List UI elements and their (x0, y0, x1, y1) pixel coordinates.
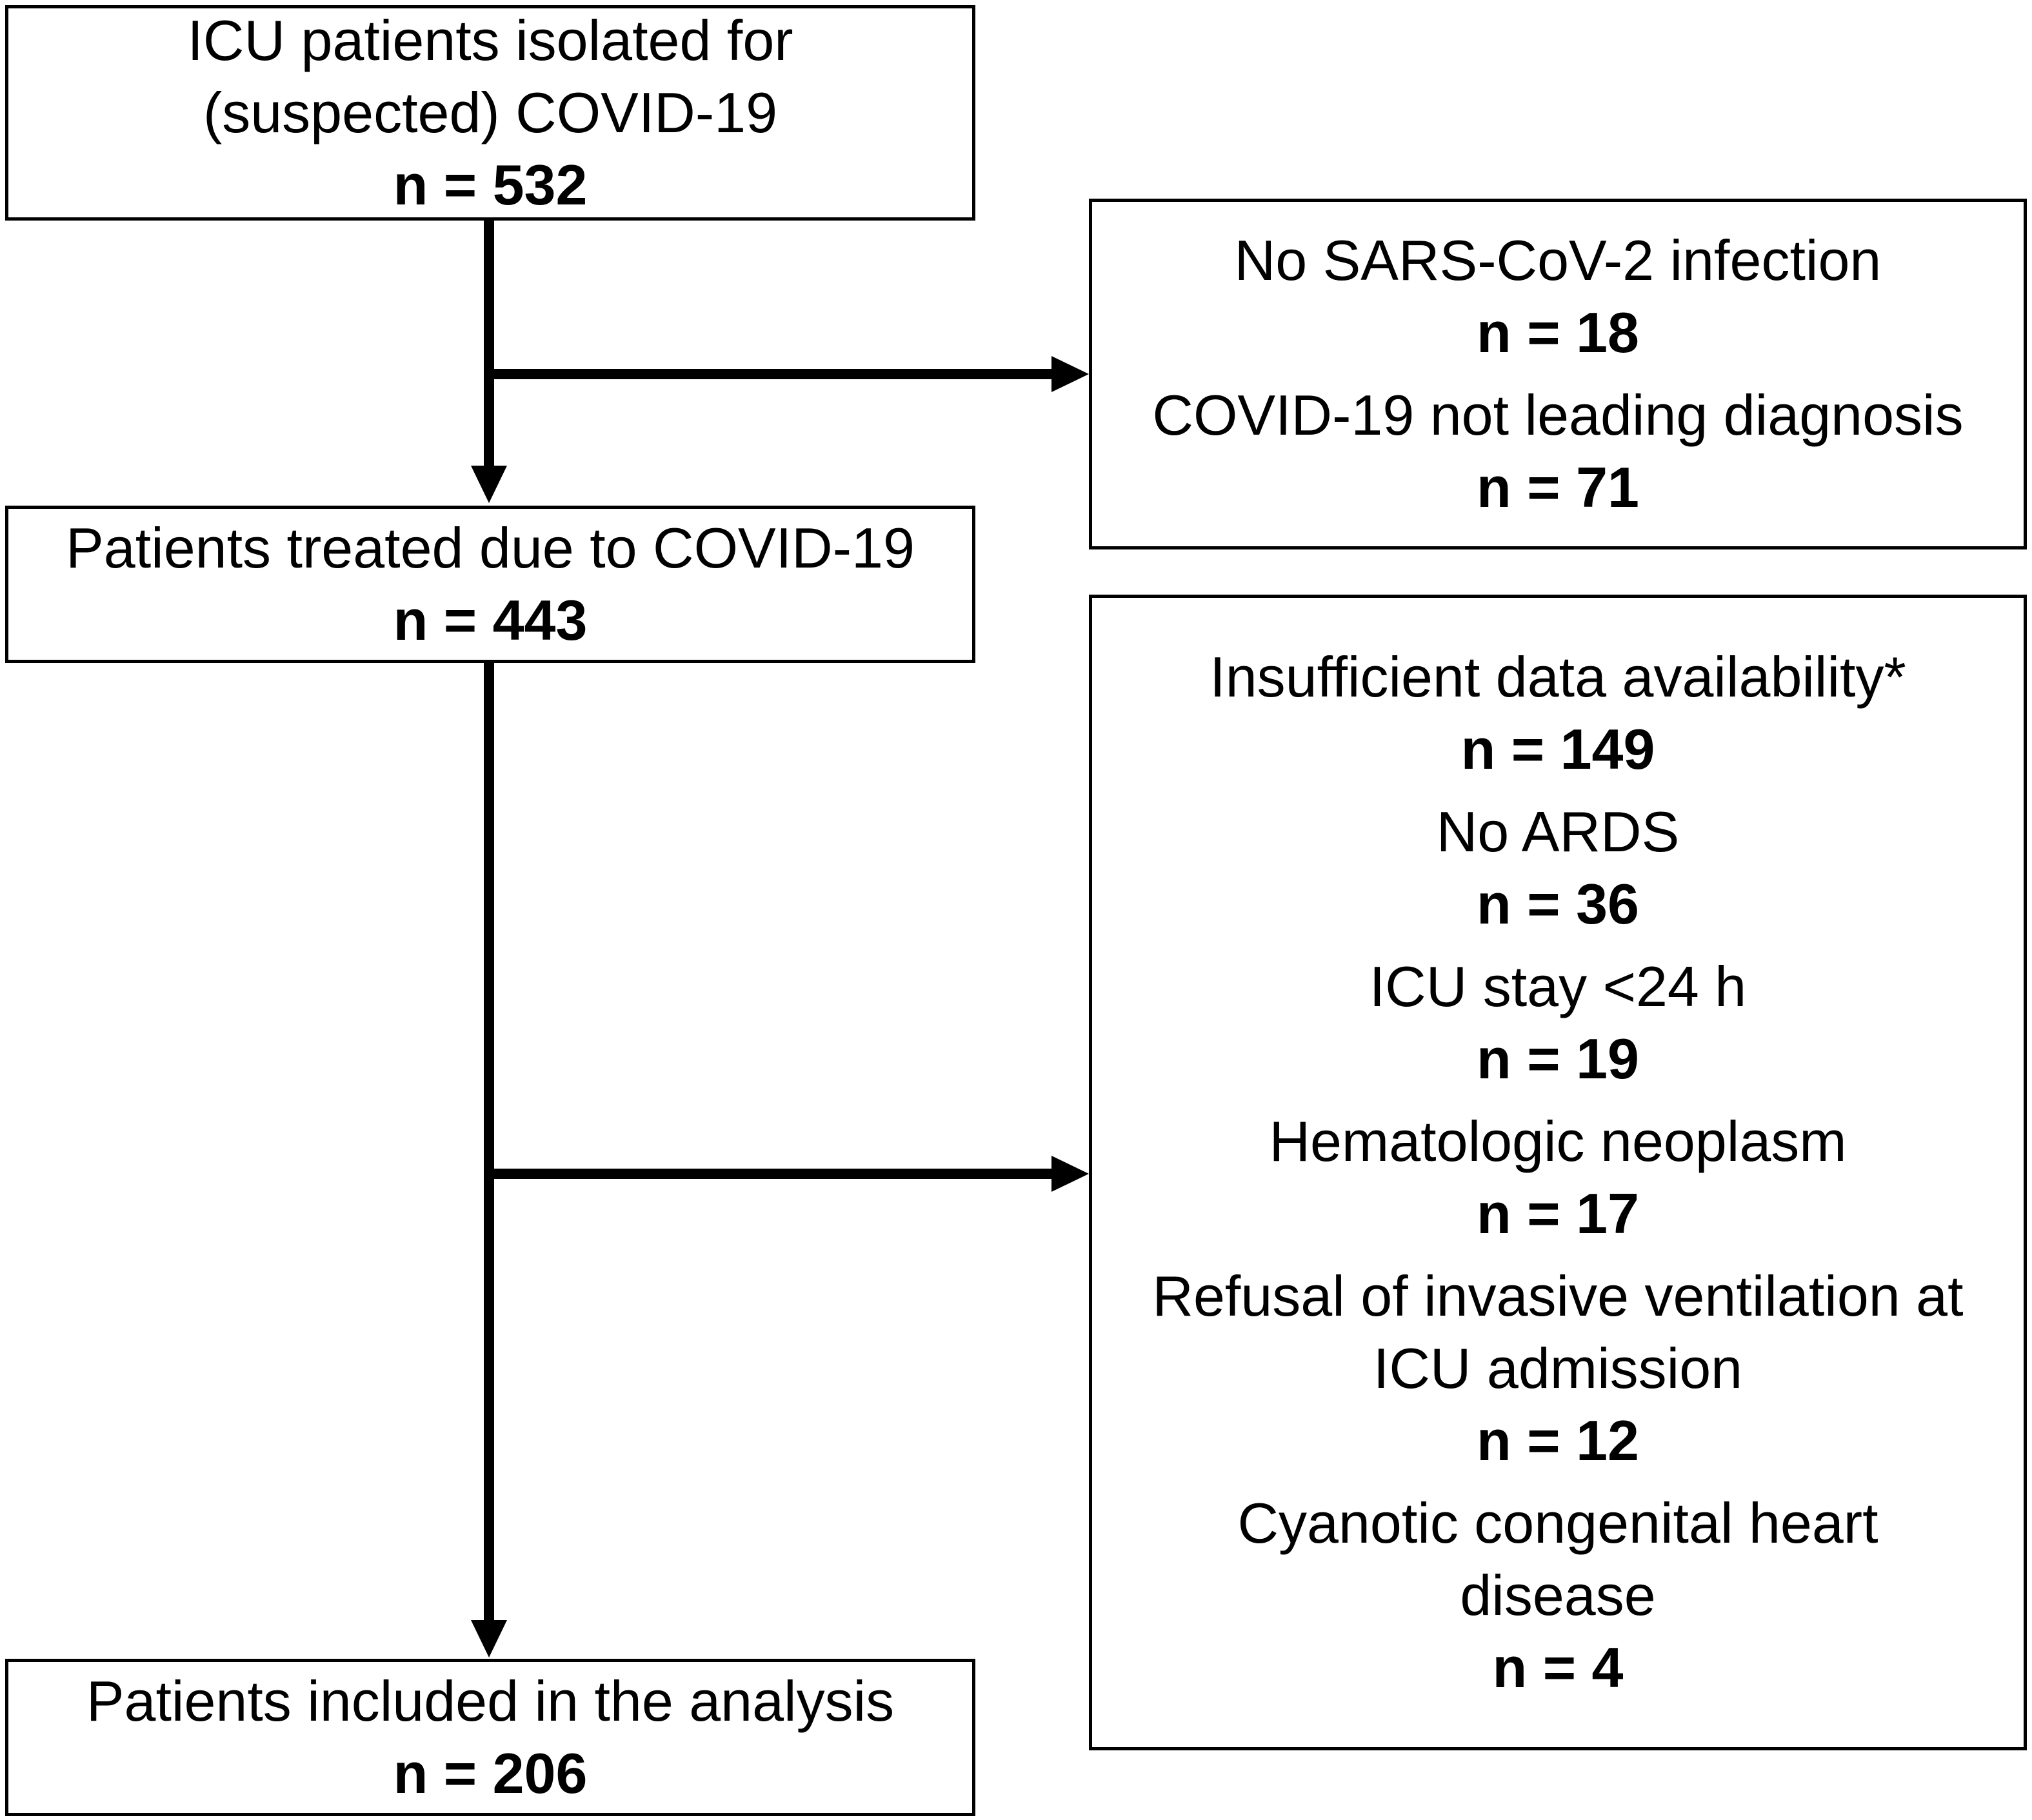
exclusion-2-count-hematologic: n = 17 (1477, 1182, 1639, 1245)
exclusion-2-count-no-ards: n = 36 (1477, 872, 1639, 936)
exclusion-2-count-cyanotic: n = 4 (1492, 1636, 1624, 1699)
exclusion-1-count-not-leading: n = 71 (1477, 455, 1639, 519)
box-exclusion-2: Insufficient data availability* n = 149 … (1089, 595, 2027, 1750)
arrow-down-to-included (471, 1620, 507, 1657)
box-included-line-1: Patients included in the analysis (86, 1669, 895, 1733)
arrow-down-to-treated (471, 466, 507, 503)
exclusion-2-label-insufficient-data: Insufficient data availability* (1210, 645, 1906, 709)
arrow-right-to-exclusion-2 (1051, 1156, 1089, 1192)
exclusion-1-label-no-infection: No SARS-CoV-2 infection (1234, 228, 1882, 292)
box-treated-count: n = 443 (393, 588, 588, 652)
box-treated-line-1: Patients treated due to COVID-19 (66, 516, 915, 580)
box-included-count: n = 206 (393, 1741, 588, 1805)
arrow-right-to-exclusion-1 (1051, 356, 1089, 392)
exclusion-2-count-icu-stay: n = 19 (1477, 1027, 1639, 1091)
box-isolated-line-2: (suspected) COVID-19 (203, 81, 778, 144)
exclusion-2-count-insufficient-data: n = 149 (1460, 717, 1655, 781)
exclusion-2-label-hematologic: Hematologic neoplasm (1269, 1109, 1847, 1173)
box-included: Patients included in the analysis n = 20… (5, 1659, 975, 1816)
box-isolated-line-1: ICU patients isolated for (187, 8, 793, 72)
exclusion-2-label-cyanotic-line-2: disease (1460, 1563, 1656, 1627)
exclusion-1-label-not-leading: COVID-19 not leading diagnosis (1152, 383, 1964, 447)
exclusion-2-count-refusal: n = 12 (1477, 1409, 1639, 1472)
box-exclusion-1: No SARS-CoV-2 infection n = 18 COVID-19 … (1089, 199, 2027, 549)
exclusion-2-label-refusal-line-2: ICU admission (1373, 1336, 1743, 1400)
box-isolated: ICU patients isolated for (suspected) CO… (5, 5, 975, 221)
exclusion-1-count-no-infection: n = 18 (1477, 301, 1639, 364)
exclusion-2-label-cyanotic-line-1: Cyanotic congenital heart (1237, 1491, 1878, 1555)
box-treated: Patients treated due to COVID-19 n = 443 (5, 506, 975, 663)
exclusion-2-label-no-ards: No ARDS (1436, 800, 1680, 864)
box-isolated-count: n = 532 (393, 153, 588, 217)
exclusion-2-label-refusal-line-1: Refusal of invasive ventilation at (1152, 1264, 1964, 1328)
exclusion-2-label-icu-stay: ICU stay <24 h (1369, 955, 1747, 1018)
